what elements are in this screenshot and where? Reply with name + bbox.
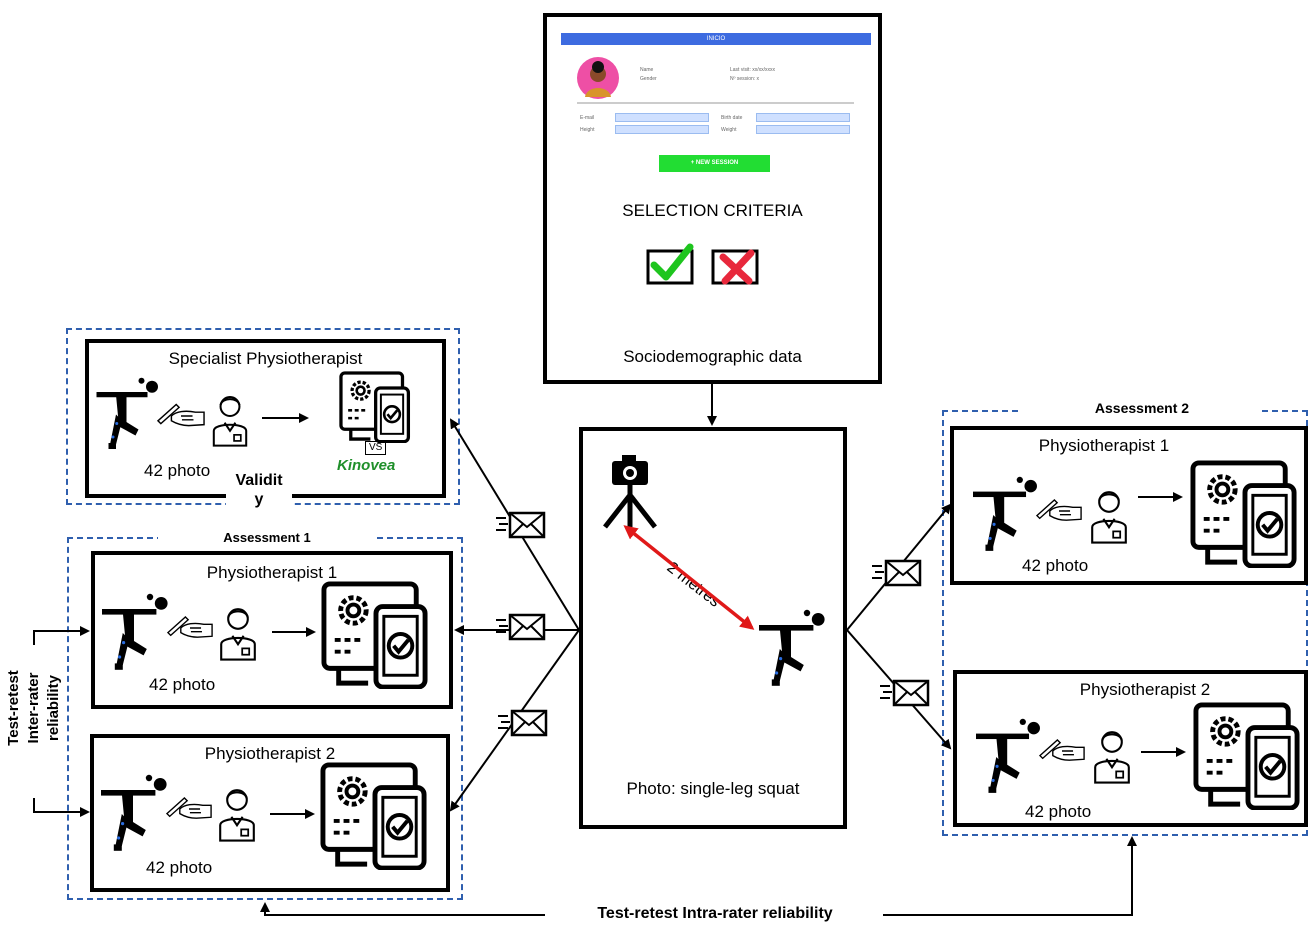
last-visit-text: Last visit: xx/xx/xxxx <box>730 67 776 73</box>
physio-2-panel: Physiotherapist 2 42 photo <box>90 734 450 892</box>
photo-count: 42 photo <box>146 858 213 877</box>
intra-rater-label: Test-retest Intra-rater reliability <box>597 905 833 922</box>
physiotherapist-icon <box>1094 731 1130 784</box>
weight-label: Weight <box>721 127 737 133</box>
writing-hand-icon <box>1039 739 1085 761</box>
physio-2-title: Physiotherapist 2 <box>204 744 336 763</box>
name-label: Name <box>640 67 654 73</box>
device-icon <box>321 581 429 689</box>
selection-criteria-title: SELECTION CRITERIA <box>622 201 803 220</box>
device-icon <box>1193 702 1301 810</box>
physio-2-panel: Physiotherapist 2 42 photo <box>953 670 1308 827</box>
mail-icon <box>880 679 930 707</box>
writing-hand-icon <box>1036 499 1082 521</box>
camera-tripod-icon <box>603 455 657 529</box>
physio-1-panel: Physiotherapist 1 42 photo <box>91 551 453 709</box>
vs-badge: VS <box>365 441 387 455</box>
physio-1-title: Physiotherapist 1 <box>206 563 338 582</box>
device-icon <box>320 762 428 870</box>
writing-hand-icon <box>157 403 205 427</box>
height-field[interactable] <box>615 125 709 134</box>
writing-hand-icon <box>166 797 212 819</box>
photo-count: 42 photo <box>1025 802 1092 821</box>
device-icon <box>339 371 411 443</box>
photo-count: 42 photo <box>149 675 216 694</box>
physiotherapist-icon <box>1091 491 1127 544</box>
height-label: Height <box>580 127 595 133</box>
app-header-bar: INICIO <box>561 33 871 45</box>
assessment-2-label: Assessment 2 <box>1022 400 1262 416</box>
validity-label: Validit y <box>226 471 292 509</box>
physiotherapist-icon <box>212 395 248 447</box>
intra-rater-connector-right <box>883 836 1137 916</box>
email-field[interactable] <box>615 113 709 122</box>
photo-setup-panel: 2 metres Photo: single-leg squat <box>579 427 847 829</box>
mail-icon <box>496 511 546 539</box>
mail-icon <box>496 613 546 641</box>
avatar <box>577 57 619 99</box>
cross-icon <box>711 249 759 285</box>
photo-caption: Photo: single-leg squat <box>626 779 800 798</box>
birth-date-label: Birth date <box>721 115 743 121</box>
photo-count: 42 photo <box>144 461 211 480</box>
assessment-1-label: Assessment 1 <box>158 530 376 545</box>
physio-2-title: Physiotherapist 2 <box>1079 680 1211 699</box>
check-icon <box>646 243 694 285</box>
new-session-button[interactable]: + NEW SESSION <box>659 155 770 172</box>
gender-label: Gender <box>640 76 657 82</box>
physiotherapist-icon <box>220 608 256 661</box>
sociodemographic-title: Sociodemographic data <box>623 347 802 366</box>
device-icon <box>1190 460 1308 568</box>
distance-label: 2 metres <box>663 559 724 611</box>
intra-rater-connector-left <box>260 902 545 916</box>
inter-rater-label: Test-retest Inter-rater reliability <box>4 578 64 838</box>
specialist-title: Specialist Physiotherapist <box>168 349 363 368</box>
divider <box>577 102 854 104</box>
app-mock-panel: INICIO Name Gender Last visit: xx/xx/xxx… <box>543 13 882 384</box>
mail-icon <box>498 709 548 737</box>
kinovea-logo: Kinovea <box>337 457 396 474</box>
session-count-text: Nº session: x <box>730 76 760 82</box>
email-label: E-mail <box>580 115 595 121</box>
physio-1-panel: Physiotherapist 1 42 photo <box>950 426 1308 585</box>
physio-1-title: Physiotherapist 1 <box>1038 436 1170 455</box>
athlete-icon <box>759 609 825 686</box>
writing-hand-icon <box>167 616 213 638</box>
photo-count: 42 photo <box>1022 556 1089 575</box>
inter-rater-line-1: Test-retest <box>5 670 22 746</box>
inter-rater-line-2: Inter-rater <box>25 672 42 744</box>
physiotherapist-icon <box>219 789 255 842</box>
inter-rater-line-3: reliability <box>45 675 62 741</box>
birth-date-field[interactable] <box>756 113 850 122</box>
weight-field[interactable] <box>756 125 850 134</box>
mail-icon <box>872 559 922 587</box>
